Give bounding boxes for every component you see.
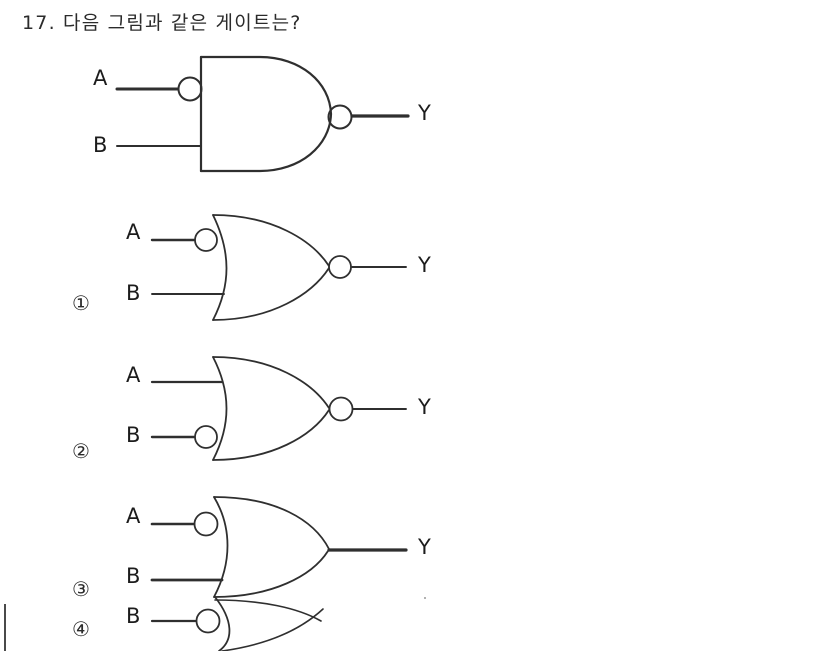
option-3-output-label-y: Y	[418, 535, 431, 559]
option-3-gate-shape	[150, 496, 408, 598]
stem-output-label-y: Y	[418, 101, 431, 125]
option-2-gate-shape	[150, 356, 407, 461]
page-title: 17. 다음 그림과 같은 게이트는?	[22, 12, 302, 34]
scan-speck	[424, 597, 426, 599]
option-2-input-label-a: A	[126, 363, 141, 387]
stem-input-label-a: A	[93, 66, 108, 90]
option-1-input-label-a: A	[126, 220, 141, 244]
option-3-input-label-b: B	[126, 564, 141, 588]
stem-input-label-b: B	[93, 133, 108, 157]
option-4-number[interactable]: ④	[72, 617, 90, 641]
option-1-input-label-b: B	[126, 281, 141, 305]
option-3-number[interactable]: ③	[72, 577, 90, 601]
option-2-input-label-b: B	[126, 423, 141, 447]
page-edge-rule	[4, 604, 6, 651]
option-4-gate-shape	[150, 596, 324, 651]
stem-gate-shape	[115, 55, 410, 173]
option-3-input-label-a: A	[126, 504, 141, 528]
option-2-output-label-y: Y	[418, 395, 431, 419]
option-1-number[interactable]: ①	[72, 291, 90, 315]
option-1-gate-shape	[150, 214, 407, 321]
option-4-input-label-b: B	[126, 604, 141, 628]
option-2-number[interactable]: ②	[72, 439, 90, 463]
option-1-output-label-y: Y	[418, 253, 431, 277]
